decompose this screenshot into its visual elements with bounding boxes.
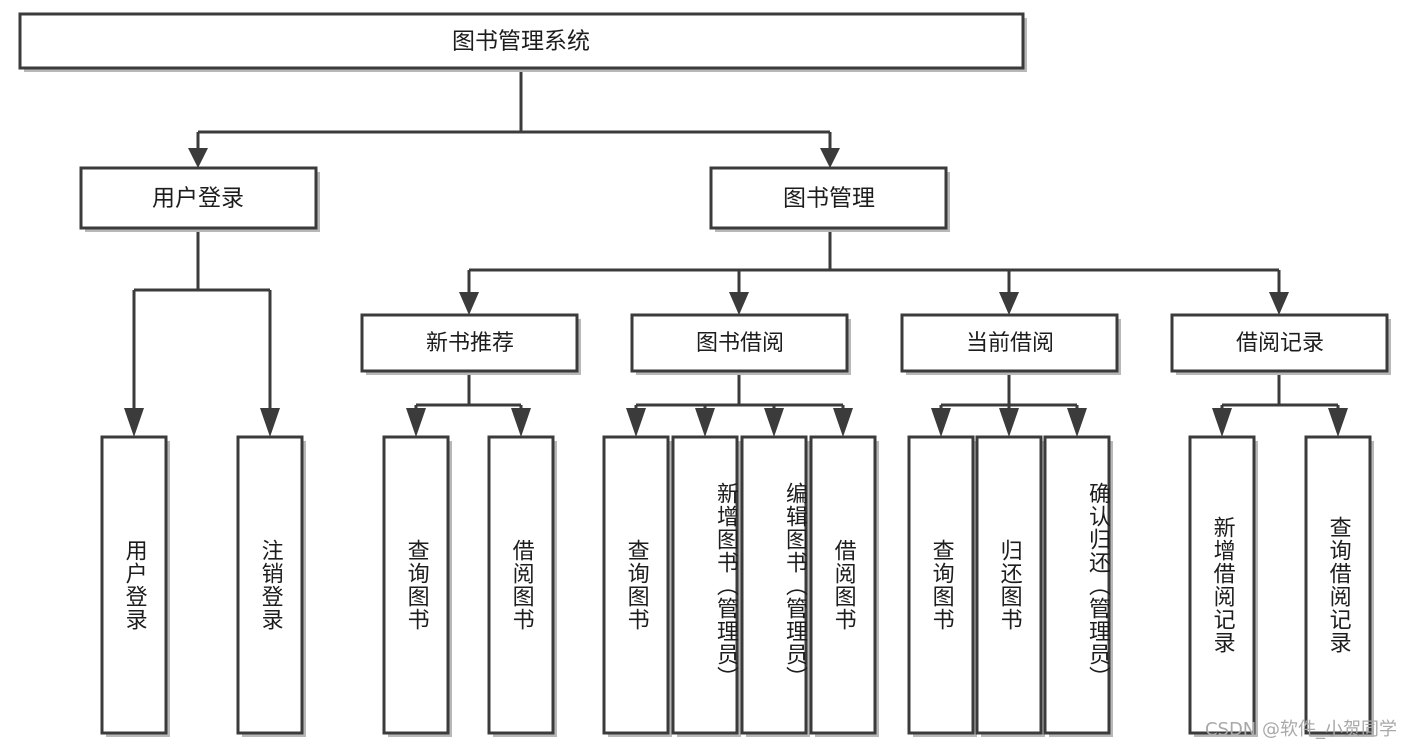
node-leaf-return-book[interactable] [975, 435, 1045, 737]
node-leaf-user-login[interactable] [100, 435, 170, 737]
node-leaf-query-book-1[interactable] [382, 435, 452, 737]
node-leaf-user-logout[interactable] [236, 435, 306, 737]
node-leaf-borrow-book-2[interactable] [809, 435, 879, 737]
arrowhead-leaf-borrow-book-2 [833, 408, 853, 437]
arrowhead-current-borrow [999, 292, 1019, 315]
connector-group-root [188, 68, 840, 168]
arrowhead-leaf-user-logout [260, 408, 280, 437]
node-new-book-recommend-label: 新书推荐 [426, 331, 514, 356]
node-book-manage[interactable]: 图书管理 [709, 166, 950, 232]
node-root[interactable]: 图书管理系统 [18, 12, 1027, 72]
csdn-watermark: CSDN @软件_小贺同学 [1204, 719, 1397, 740]
node-leaf-confirm-return[interactable] [1043, 435, 1113, 737]
node-user-login-label: 用户登录 [152, 186, 244, 212]
node-leaf-query-book-3[interactable] [907, 435, 977, 737]
node-book-manage-label: 图书管理 [783, 186, 875, 212]
node-leaf-edit-book[interactable] [740, 435, 810, 737]
node-current-borrow-label: 当前借阅 [966, 331, 1054, 356]
node-leaf-borrow-book-1[interactable] [487, 435, 557, 737]
arrowhead-leaf-query-book-1 [406, 408, 426, 437]
leaf-boxes [100, 435, 1374, 737]
node-leaf-query-book-2[interactable] [602, 435, 672, 737]
arrowhead-book-manage [820, 148, 840, 168]
arrowhead-leaf-query-book-2 [626, 408, 646, 437]
arrowhead-leaf-return-book [999, 408, 1019, 437]
node-root-label: 图书管理系统 [452, 29, 590, 55]
arrowhead-leaf-borrow-book-1 [511, 408, 531, 437]
node-user-login[interactable]: 用户登录 [79, 166, 320, 232]
connector-group-current-borrow [931, 375, 1087, 437]
arrowhead-leaf-query-book-3 [931, 408, 951, 437]
arrowhead-leaf-query-record [1328, 408, 1348, 437]
node-leaf-add-record[interactable] [1188, 435, 1258, 737]
arrowhead-leaf-add-record [1212, 408, 1232, 437]
node-borrow-record-label: 借阅记录 [1236, 331, 1324, 356]
arrowhead-book-borrow [729, 292, 749, 315]
node-leaf-add-book[interactable] [671, 435, 741, 737]
node-book-borrow[interactable]: 图书借阅 [630, 313, 851, 375]
arrowhead-user-login [188, 148, 208, 168]
node-leaf-query-record[interactable] [1304, 435, 1374, 737]
node-book-borrow-label: 图书借阅 [696, 331, 784, 356]
node-borrow-record[interactable]: 借阅记录 [1170, 313, 1391, 375]
arrowhead-new-book-recommend [459, 292, 479, 315]
connector-group-user-login [124, 232, 280, 437]
connector-group-new-book-recommend [406, 375, 531, 437]
connector-group-book-borrow [626, 375, 853, 437]
connector-group-borrow-record [1212, 375, 1348, 437]
arrowhead-leaf-user-login [124, 408, 144, 437]
arrowhead-leaf-add-book [695, 408, 715, 437]
connector-group-book-manage [459, 232, 1289, 315]
node-new-book-recommend[interactable]: 新书推荐 [360, 313, 581, 375]
arrowhead-borrow-record [1269, 292, 1289, 315]
node-current-borrow[interactable]: 当前借阅 [900, 313, 1121, 375]
arrowhead-leaf-edit-book [764, 408, 784, 437]
arrowhead-leaf-confirm-return [1067, 408, 1087, 437]
